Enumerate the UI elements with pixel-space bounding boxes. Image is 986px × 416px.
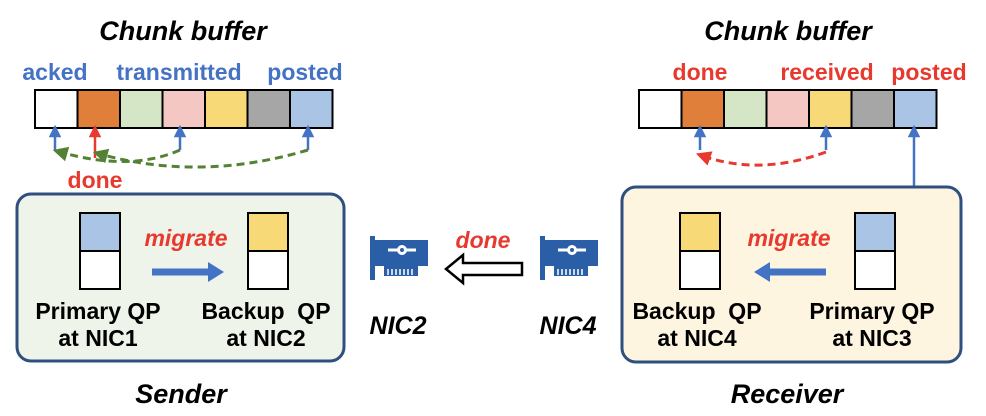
receiver-backup-qp xyxy=(679,212,721,290)
sender-caption: Sender xyxy=(135,379,228,409)
receiver-buffer-cell-1 xyxy=(680,89,725,129)
sender-transmitted-label: transmitted xyxy=(116,59,241,85)
sender-chunk-buffer xyxy=(34,89,334,129)
sender-backup-qp-label-2: at NIC2 xyxy=(226,325,305,351)
receiver-backup-qp-label-1: Backup QP xyxy=(632,298,761,324)
receiver-primary-qp-label-2: at NIC3 xyxy=(832,325,911,351)
sender-primary-qp xyxy=(79,212,121,290)
receiver-migrate-label: migrate xyxy=(747,225,830,251)
receiver-received-label: received xyxy=(780,59,873,85)
sender-migrate-curve-long xyxy=(92,148,309,169)
sender-buffer-cell-6 xyxy=(289,89,334,129)
sender-primary-qp-label-2: at NIC1 xyxy=(58,325,137,351)
sender-backup-qp-label-1: Backup QP xyxy=(201,298,330,324)
receiver-done-curve xyxy=(695,150,827,167)
receiver-posted-label: posted xyxy=(891,59,966,85)
receiver-buffer-cell-4 xyxy=(808,89,853,129)
sender-migrate-label: migrate xyxy=(144,225,227,251)
sender-migrate-curve-short xyxy=(52,146,181,163)
sender-migrate-arrowhead xyxy=(208,262,224,282)
receiver-done-label: done xyxy=(673,59,728,85)
receiver-buffer-cell-3 xyxy=(765,89,810,129)
sender-buffer-cell-2 xyxy=(119,89,164,129)
sender-buffer-cell-5 xyxy=(246,89,291,129)
receiver-primary-qp xyxy=(854,212,896,290)
sender-primary-qp-label-1: Primary QP xyxy=(35,298,160,324)
receiver-caption: Receiver xyxy=(731,379,845,409)
nic4-label: NIC4 xyxy=(540,312,597,340)
sender-buffer-cell-4 xyxy=(204,89,249,129)
receiver-buffer-cell-0 xyxy=(638,89,683,129)
receiver-buffer-cell-5 xyxy=(850,89,895,129)
nic4-card-icon xyxy=(538,234,600,282)
receiver-buffer-cell-2 xyxy=(723,89,768,129)
sender-posted-label: posted xyxy=(267,59,342,85)
receiver-primary-qp-label-1: Primary QP xyxy=(809,298,934,324)
receiver-backup-qp-label-2: at NIC4 xyxy=(657,325,736,351)
nic2-label: NIC2 xyxy=(370,312,427,340)
network-done-label: done xyxy=(456,227,511,253)
receiver-buffer-title: Chunk buffer xyxy=(704,16,873,46)
receiver-migrate-arrowhead xyxy=(754,262,770,282)
network-done-arrow xyxy=(444,252,524,286)
sender-buffer-cell-1 xyxy=(76,89,121,129)
receiver-chunk-buffer xyxy=(638,89,938,129)
sender-acked-label: acked xyxy=(22,59,87,85)
sender-buffer-cell-3 xyxy=(161,89,206,129)
sender-backup-qp xyxy=(247,212,289,290)
receiver-buffer-cell-6 xyxy=(893,89,938,129)
nic2-card-icon xyxy=(368,234,430,282)
sender-buffer-cell-0 xyxy=(34,89,79,129)
sender-buffer-title: Chunk buffer xyxy=(99,16,268,46)
sender-done-label: done xyxy=(68,167,123,193)
